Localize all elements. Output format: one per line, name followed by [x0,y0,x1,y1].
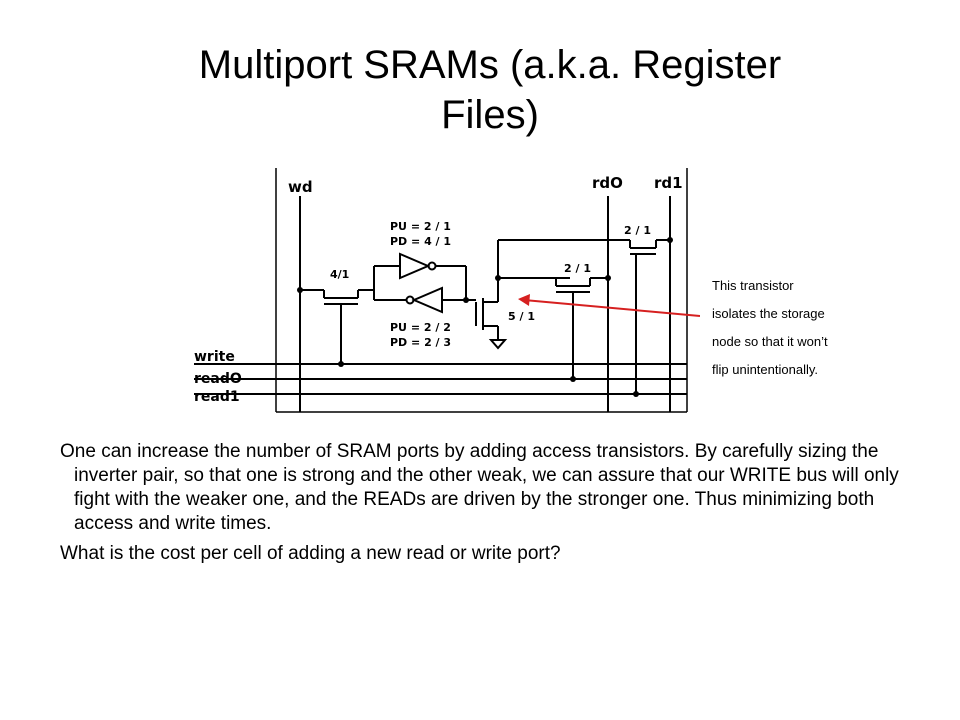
wd-junction-dot [297,287,303,293]
read1-access-transistor [629,239,670,394]
lower-inverter-pu: PU = 2 / 2 [390,321,451,334]
multiport-sram-circuit: wd rdO rd1 write readO read1 4/1 PU = 2 … [194,168,700,413]
read0-gate-dot [570,376,576,382]
slide-title-line2: Files) [441,93,539,137]
rd0-label: rdO [592,174,623,192]
slide-body: One can increase the number of SRAM port… [60,440,910,572]
right-storage-dot [463,297,469,303]
upper-inverter [374,252,466,280]
wd-label: wd [288,178,313,196]
read1-access-size: 2 / 1 [624,224,651,237]
annotation-arrow [518,294,700,317]
write-access-transistor [300,289,359,364]
slide-title-line1: Multiport SRAMs (a.k.a. Register [198,43,782,87]
rd0-junction-dot [605,275,611,281]
lower-inverter-triangle [411,286,443,314]
read0-access-transistor [555,277,608,379]
isolation-transistor [475,278,508,350]
read0-label: readO [194,371,242,387]
read1-gate-dot [633,391,639,397]
body-paragraph-1: One can increase the number of SRAM port… [60,441,899,534]
annotation-line3: node so that it won’t [712,334,828,349]
write-access-size: 4/1 [330,268,349,281]
lower-inverter [374,286,466,314]
annotation-line2: isolates the storage [712,306,825,321]
rd1-label: rd1 [654,174,683,192]
isolation-transistor-size: 5 / 1 [508,310,535,323]
write-label: write [194,349,235,365]
read-node-dot [495,275,501,281]
write-gate-dot [338,361,344,367]
upper-inverter-pu: PU = 2 / 1 [390,220,451,233]
slide-title: Multiport SRAMs (a.k.a. Register Files) [80,40,900,140]
annotation-line4: flip unintentionally. [712,362,818,377]
read1-label: read1 [194,389,240,405]
upper-inverter-triangle [399,252,431,280]
lower-inverter-pd: PD = 2 / 3 [390,336,451,349]
rd1-junction-dot [667,237,673,243]
body-paragraph-2: What is the cost per cell of adding a ne… [60,543,561,564]
upper-inverter-pd: PD = 4 / 1 [390,235,451,248]
read0-access-size: 2 / 1 [564,262,591,275]
annotation-line1: This transistor [712,278,794,293]
isolation-annotation: This transistor isolates the storage nod… [712,272,872,384]
